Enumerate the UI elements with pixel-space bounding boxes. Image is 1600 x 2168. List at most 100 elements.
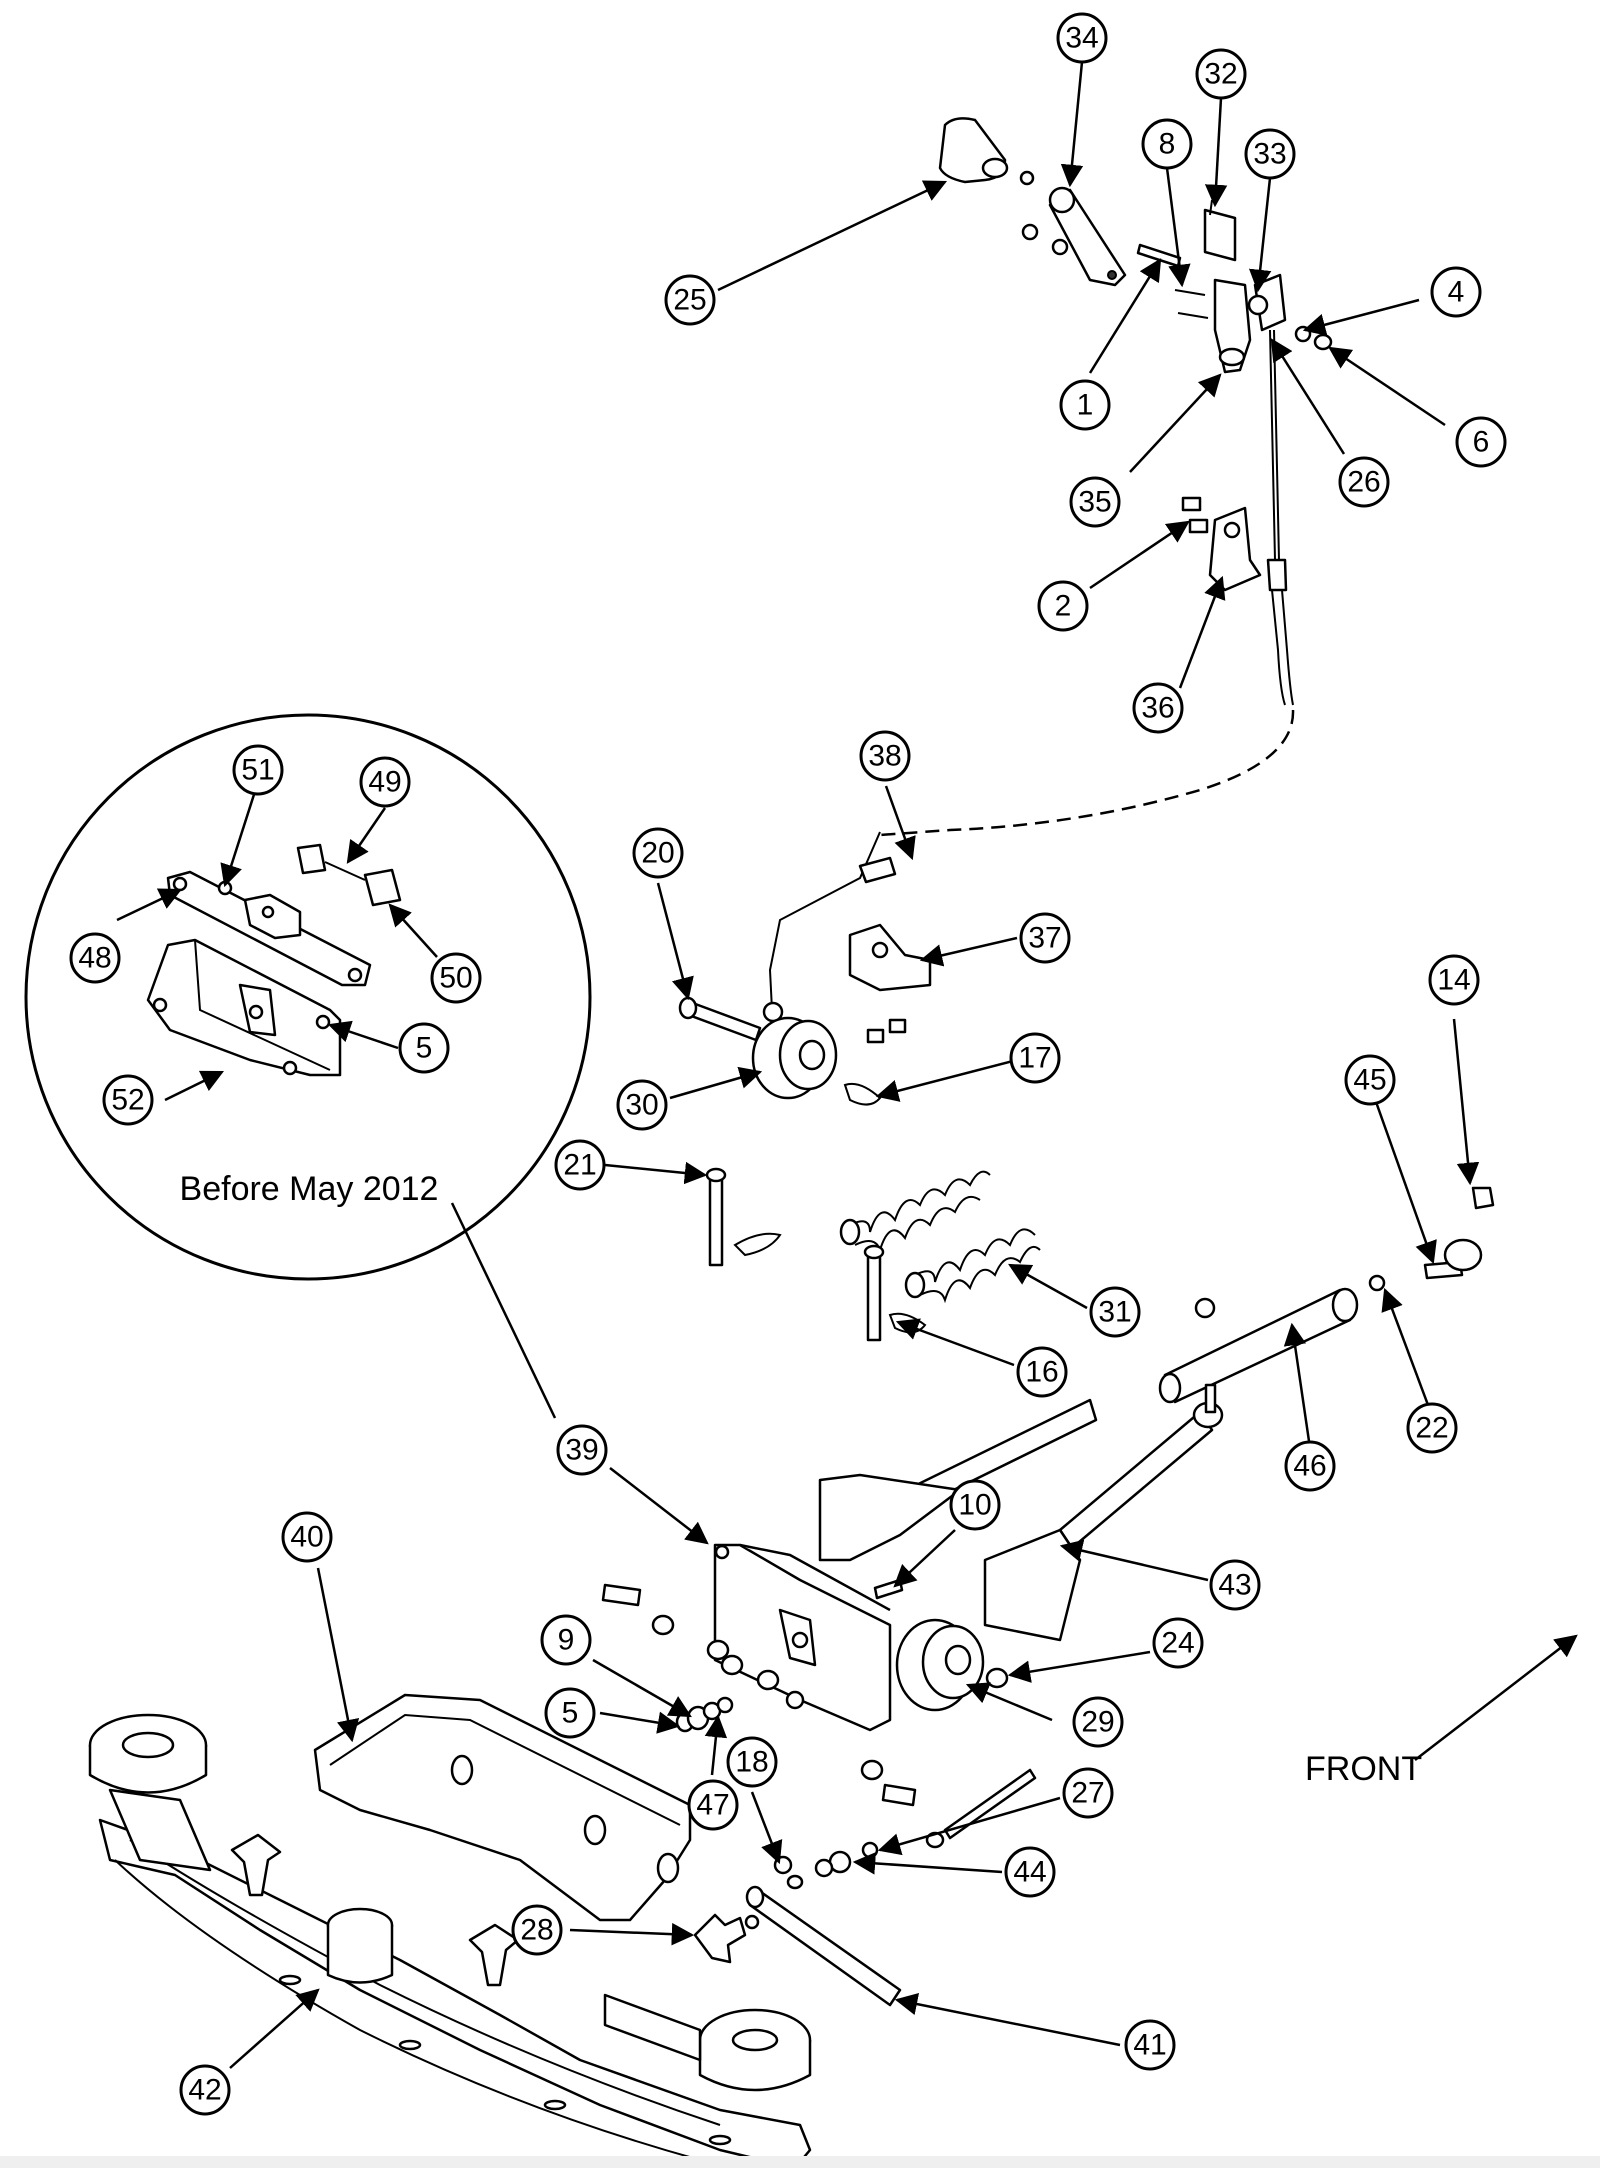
callout-number: 41	[1133, 2029, 1166, 2062]
main-callout-20: 20	[632, 827, 684, 879]
callout-number: 46	[1293, 1450, 1326, 1483]
callout-circle	[1037, 580, 1089, 632]
callout-circle	[1455, 416, 1507, 468]
callout-circle	[1209, 1559, 1261, 1611]
callout-number: 28	[520, 1914, 553, 1947]
main-callout-18: 18	[726, 1736, 778, 1788]
leader-lines	[116, 61, 1480, 2069]
callout-number: 18	[735, 1746, 768, 1779]
callout-circle	[398, 1022, 450, 1074]
main-callout-45: 45	[1344, 1054, 1396, 1106]
main-callout-10: 10	[949, 1479, 1001, 1531]
callout-number: 16	[1025, 1356, 1058, 1389]
callout-number: 49	[368, 766, 401, 799]
callout-circle	[1056, 12, 1108, 64]
callout-circle	[1132, 682, 1184, 734]
main-callout-14: 14	[1428, 954, 1480, 1006]
callout-number: 42	[188, 2074, 221, 2107]
callout-circle	[556, 1424, 608, 1476]
callout-circle	[616, 1079, 668, 1131]
spring-lower	[904, 1228, 1041, 1304]
callout-number: 51	[241, 754, 274, 787]
callout-number: 32	[1204, 58, 1237, 91]
main-callout-34: 34	[1056, 12, 1108, 64]
callout-circle	[69, 932, 121, 984]
callout-circle	[511, 1904, 563, 1956]
middle-assembly	[678, 831, 1041, 1342]
callout-number: 29	[1081, 1706, 1114, 1739]
callout-circle	[949, 1479, 1001, 1531]
callout-circle	[1062, 1767, 1114, 1819]
callout-number: 43	[1218, 1569, 1251, 1602]
inset-callout-52: 52	[102, 1074, 154, 1126]
callout-number: 47	[696, 1789, 729, 1822]
callout-number: 45	[1353, 1064, 1386, 1097]
callout-circle	[1059, 379, 1111, 431]
main-callout-29: 29	[1072, 1696, 1124, 1748]
callout-number: 4	[1448, 276, 1465, 309]
callout-number: 2	[1055, 590, 1072, 623]
main-callout-30: 30	[616, 1079, 668, 1131]
callout-number: 21	[563, 1149, 596, 1182]
main-callout-43: 43	[1209, 1559, 1261, 1611]
callout-circle	[430, 952, 482, 1004]
main-callout-24: 24	[1152, 1617, 1204, 1669]
front-label: FRONT	[1305, 1750, 1422, 1788]
callout-circle	[1152, 1617, 1204, 1669]
callout-number: 31	[1098, 1296, 1131, 1329]
spring-upper	[839, 1170, 991, 1254]
callout-number: 22	[1415, 1412, 1448, 1445]
main-callout-5: 5	[544, 1687, 596, 1739]
inset-callout-49: 49	[359, 756, 411, 808]
main-callout-17: 17	[1009, 1032, 1061, 1084]
main-callout-22: 22	[1406, 1402, 1458, 1454]
callout-number: 9	[558, 1624, 575, 1657]
callout-number: 38	[868, 740, 901, 773]
main-callout-2: 2	[1037, 580, 1089, 632]
callout-circle	[540, 1614, 592, 1666]
inset-callout-5: 5	[398, 1022, 450, 1074]
inset-detail: Before May 2012	[24, 713, 592, 1281]
main-callout-4: 4	[1430, 266, 1482, 318]
cable-route	[879, 709, 1295, 837]
callout-circle	[1141, 118, 1193, 170]
main-callout-44: 44	[1004, 1846, 1056, 1898]
leader-39-inset	[450, 1202, 557, 1419]
callout-circle	[1195, 48, 1247, 100]
callout-circle	[1009, 1032, 1061, 1084]
main-callout-8: 8	[1141, 118, 1193, 170]
callout-number: 5	[416, 1032, 433, 1065]
callout-number: 14	[1437, 964, 1470, 997]
callout-number: 44	[1013, 1856, 1046, 1889]
main-callout-32: 32	[1195, 48, 1247, 100]
callout-circle	[1069, 476, 1121, 528]
callout-number: 36	[1141, 692, 1174, 725]
callout-circle	[232, 744, 284, 796]
callout-circle	[687, 1779, 739, 1831]
callout-circle	[1244, 128, 1296, 180]
inset-callout-48: 48	[69, 932, 121, 984]
callout-number: 39	[565, 1434, 598, 1467]
callout-circle	[1406, 1402, 1458, 1454]
callout-circle	[544, 1687, 596, 1739]
main-callout-46: 46	[1284, 1440, 1336, 1492]
callout-number: 1	[1077, 389, 1094, 422]
callout-number: 6	[1473, 426, 1490, 459]
main-callout-26: 26	[1338, 456, 1390, 508]
callout-number: 8	[1159, 128, 1176, 161]
callout-number: 5	[562, 1697, 579, 1730]
bottom-strip	[0, 2156, 1600, 2168]
callout-circle	[1428, 954, 1480, 1006]
callout-number: 35	[1078, 486, 1111, 519]
inset-caption: Before May 2012	[180, 1170, 439, 1208]
callout-number: 24	[1161, 1627, 1194, 1660]
main-callout-36: 36	[1132, 682, 1184, 734]
callout-number: 26	[1347, 466, 1380, 499]
main-callout-41: 41	[1124, 2019, 1176, 2071]
squeegee-assembly	[88, 1693, 812, 2168]
main-callout-1: 1	[1059, 379, 1111, 431]
callout-circle	[632, 827, 684, 879]
main-callout-35: 35	[1069, 476, 1121, 528]
